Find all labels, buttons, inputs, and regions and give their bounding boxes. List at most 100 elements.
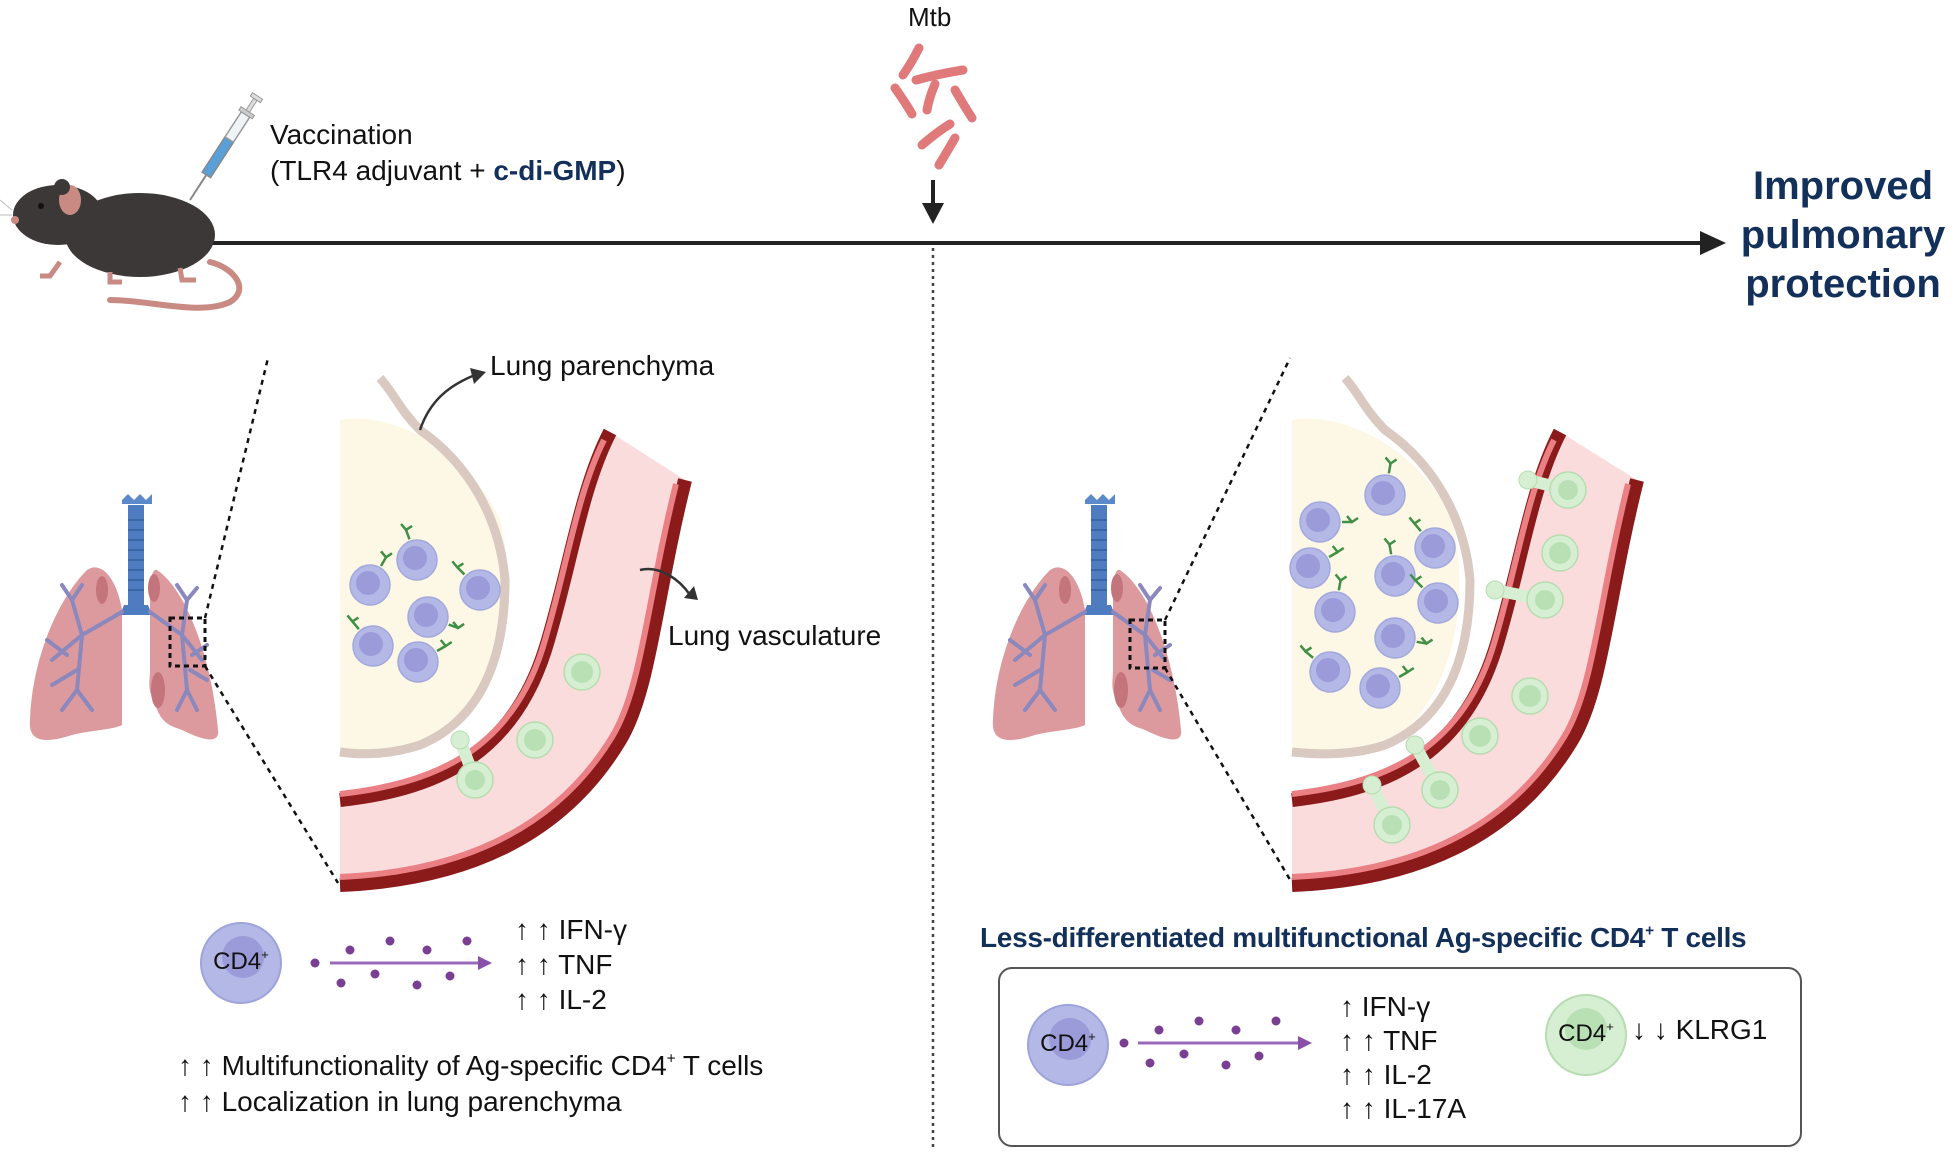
- vasculature-pointer-left: [639, 567, 692, 596]
- parenchyma-tcell: [1299, 501, 1359, 543]
- cytokine-dot: [422, 945, 432, 955]
- cells-layer: [346, 456, 1587, 844]
- cytokine-dot: [445, 971, 455, 981]
- alveolus-left: [339, 375, 510, 759]
- parenchyma-pointer-left: [418, 373, 476, 431]
- cytokine-dot: [1179, 1049, 1189, 1059]
- outcome-line: protection: [1745, 262, 1941, 306]
- cytokine-item: ↑ IFN-γ: [1340, 991, 1431, 1022]
- migrating-tcell: [1485, 580, 1564, 619]
- parenchyma-tcell: [1289, 545, 1345, 589]
- parenchyma-tcell: [396, 523, 438, 581]
- summary-item: ↑ ↑ Localization in lung parenchyma: [178, 1086, 622, 1117]
- migrating-tcell: [1518, 470, 1587, 509]
- vascular-tcell: [1541, 534, 1579, 572]
- cytokine-dot: [412, 980, 422, 990]
- lung-vasculature-label: Lung vasculature: [668, 620, 882, 651]
- cytokine-secretion-right: [1138, 1036, 1312, 1050]
- cytokine-item: ↑ ↑ IFN-γ: [515, 914, 627, 945]
- zoom-box-left: [168, 616, 207, 668]
- vessel-left: [339, 428, 692, 892]
- parenchyma-tcell: [1364, 456, 1406, 516]
- lung-parenchyma-label: Lung parenchyma: [490, 350, 715, 381]
- cytokine-dot: [1221, 1060, 1231, 1070]
- timeline-arrowhead: [1700, 231, 1726, 255]
- vascular-tcell: [563, 653, 601, 691]
- cytokine-item: ↑ ↑ IL-2: [515, 984, 607, 1015]
- cytokine-dot: [1154, 1025, 1164, 1035]
- outcome-label: Improved pulmonary protection: [1728, 162, 1958, 309]
- outcome-line: Improved: [1752, 164, 1934, 208]
- vasculature-pointer-arrowhead: [684, 586, 698, 600]
- parenchyma-tcell: [1374, 537, 1416, 597]
- zoom-guide-right-top: [1163, 357, 1292, 621]
- summary-item: ↑ ↑ Multifunctionality of Ag-specific CD…: [178, 1050, 764, 1081]
- parenchyma-tcell: [1374, 617, 1434, 659]
- parenchyma-tcell: [1409, 573, 1459, 624]
- parenchyma-tcell: [1314, 573, 1356, 633]
- parenchyma-tcell: [1408, 516, 1456, 569]
- outcome-line: pulmonary: [1740, 213, 1946, 257]
- zoom-guide-left-bottom: [203, 665, 340, 884]
- cytokine-dot: [345, 945, 355, 955]
- cd4-tcell-right: CD4+: [1027, 1004, 1109, 1086]
- cytokine-dot: [1254, 1051, 1264, 1061]
- cd4-label-left: CD4+: [213, 947, 269, 975]
- parenchyma-tcell: [1359, 665, 1415, 709]
- cd4-tcell-left: CD4+: [200, 922, 282, 1004]
- migrating-tcell: [450, 730, 494, 799]
- cytokine-item: ↑ ↑ IL-2: [1340, 1059, 1432, 1090]
- migrating-tcell: [1362, 775, 1411, 844]
- cd4-label-klrg1: CD4+: [1558, 1019, 1614, 1047]
- parenchyma-tcell: [349, 550, 393, 606]
- parenchyma-tcell: [346, 614, 394, 667]
- cytokine-dot: [336, 978, 346, 988]
- cytokine-dot: [1231, 1025, 1241, 1035]
- vaccination-suffix: ): [616, 155, 626, 186]
- parenchyma-pointer-arrowhead: [470, 368, 486, 384]
- vaccination-detail: (TLR4 adjuvant + c-di-GMP): [270, 154, 626, 188]
- cd4-klrg1-tcell: CD4+: [1545, 994, 1627, 1076]
- mtb-label: Mtb: [908, 2, 952, 32]
- lungs-icon-right: [990, 492, 1184, 742]
- zoom-box-right: [1128, 618, 1167, 670]
- cytokine-item: ↑ ↑ TNF: [515, 949, 613, 980]
- klrg1-label: ↓ ↓ KLRG1: [1632, 1014, 1768, 1045]
- vaccination-prefix: (TLR4 adjuvant +: [270, 155, 494, 186]
- parenchyma-tcell: [1299, 644, 1351, 693]
- cytokine-dot: [310, 958, 320, 968]
- syringe-icon: [189, 92, 264, 201]
- cytokine-dot: [1145, 1058, 1155, 1068]
- cytokine-item: ↑ ↑ IL-17A: [1340, 1093, 1467, 1124]
- cytokine-dot: [385, 936, 395, 946]
- cytokine-dot: [462, 936, 472, 946]
- parenchyma-tcell: [397, 639, 453, 683]
- parenchyma-tcell: [451, 560, 501, 611]
- mtb-bacteria-icon: [890, 43, 977, 170]
- mouse-icon: [0, 179, 243, 311]
- adjuvant-highlight: c-di-GMP: [493, 155, 617, 186]
- zoom-guide-left-top: [203, 357, 270, 619]
- cytokine-dot: [370, 969, 380, 979]
- left-cytokine-list: ↑ ↑ IFN-γ ↑ ↑ TNF ↑ ↑ IL-2: [515, 912, 627, 1017]
- vaccination-title: Vaccination: [270, 119, 413, 150]
- cytokine-dot: [1194, 1016, 1204, 1026]
- vascular-tcell: [1511, 677, 1549, 715]
- right-cytokine-list: ↑ IFN-γ ↑ ↑ TNF ↑ ↑ IL-2 ↑ ↑ IL-17A: [1340, 990, 1466, 1126]
- mtb-arrowhead-icon: [922, 203, 944, 224]
- migrating-tcell: [1405, 735, 1459, 809]
- right-summary-box: [998, 967, 1802, 1147]
- right-panel-heading: Less-differentiated multifunctional Ag-s…: [980, 922, 1747, 953]
- parenchyma-tcell: [407, 596, 465, 638]
- left-summary: ↑ ↑ Multifunctionality of Ag-specific CD…: [178, 1048, 763, 1120]
- cytokine-dot: [1271, 1016, 1281, 1026]
- zoom-guide-right-bottom: [1163, 667, 1294, 884]
- vascular-tcell: [516, 721, 554, 759]
- cytokine-dot: [1119, 1038, 1129, 1048]
- cytokine-item: ↑ ↑ TNF: [1340, 1025, 1438, 1056]
- vascular-tcell: [1461, 717, 1499, 755]
- cytokine-secretion-left: [330, 956, 492, 970]
- cd4-label-right: CD4+: [1040, 1029, 1096, 1057]
